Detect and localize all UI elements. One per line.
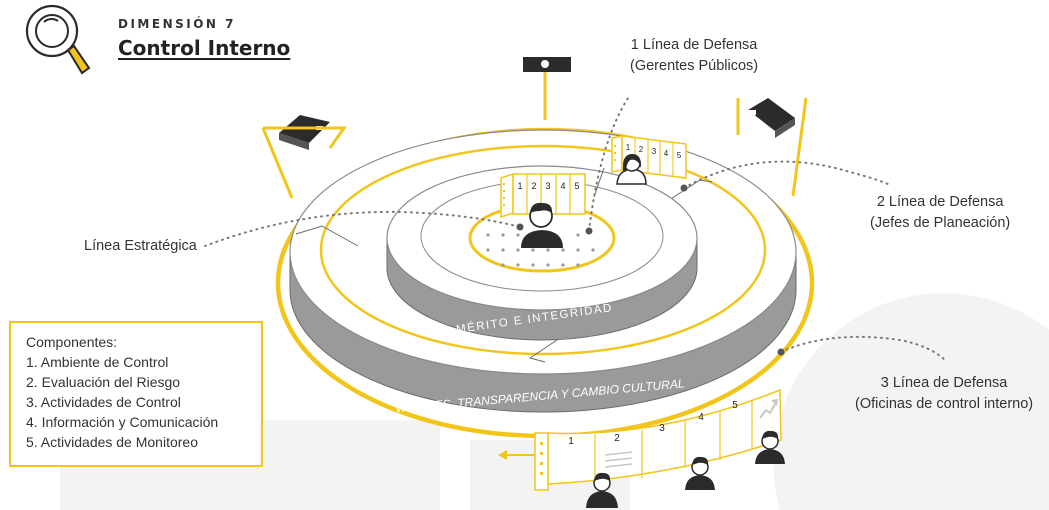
dot-grid — [486, 233, 595, 267]
dimension-label: DIMENSIÓN 7 — [118, 17, 236, 31]
projector-icon — [279, 115, 330, 150]
third-line-subtitle: (Oficinas de control interno) — [855, 396, 1034, 412]
magnifier-icon — [25, 4, 91, 75]
component-item: 1. Ambiente de Control — [26, 354, 169, 370]
panel-number: 1 — [517, 181, 522, 191]
panel-number: 3 — [652, 147, 657, 156]
third-line-title: 3 Línea de Defensa — [880, 375, 1008, 391]
panel-number: 2 — [531, 181, 536, 191]
panel-number: 3 — [659, 423, 665, 434]
components-title: Componentes: — [26, 334, 118, 350]
projector-icon — [748, 98, 795, 138]
page-title: Control Interno — [118, 36, 291, 60]
person-icon — [521, 202, 563, 248]
first-line-callout: 1 Línea de Defensa (Gerentes Públicos) — [630, 35, 758, 77]
person-icon — [755, 430, 785, 464]
leader-lines — [204, 94, 946, 361]
second-line-title: 2 Línea de Defensa — [876, 194, 1004, 210]
person-icon — [586, 472, 618, 508]
strategic-line-label: Línea Estratégica — [84, 238, 197, 254]
panel-number: 5 — [574, 181, 579, 191]
panel-number: 2 — [639, 145, 644, 154]
person-icon — [685, 456, 715, 490]
component-item: 4. Información y Comunicación — [26, 414, 219, 430]
panel-number: 4 — [560, 181, 565, 191]
bottom-panel: 1 2 3 4 5 — [498, 388, 782, 491]
component-item: 2. Evaluación del Riesgo — [26, 374, 181, 390]
second-line-subtitle: (Jefes de Planeación) — [870, 215, 1011, 231]
panel-number: 4 — [664, 149, 669, 158]
first-line-subtitle: (Gerentes Públicos) — [630, 58, 759, 74]
panel-number: 2 — [614, 433, 620, 444]
central-panel: 1 2 3 4 5 — [500, 172, 586, 219]
component-item: 5. Actividades de Monitoreo — [26, 434, 198, 450]
third-line-callout: 3 Línea de Defensa (Oficinas de control … — [855, 373, 1033, 415]
components-box: Componentes: 1. Ambiente de Control 2. E… — [9, 321, 263, 467]
first-line-title: 1 Línea de Defensa — [630, 37, 758, 53]
panel-number: 3 — [545, 181, 550, 191]
panel-number: 1 — [626, 143, 631, 152]
second-line-callout: 2 Línea de Defensa (Jefes de Planeación) — [870, 192, 1010, 234]
component-item: 3. Actividades de Control — [26, 394, 181, 410]
panel-number: 1 — [568, 436, 574, 447]
first-line-panel: 1 2 3 4 5 — [611, 135, 687, 179]
trend-chart-icon — [759, 399, 778, 419]
panel-number: 5 — [677, 151, 682, 160]
camera-icon — [523, 57, 571, 72]
person-icon — [616, 154, 647, 185]
panel-number: 4 — [698, 412, 704, 423]
panel-number: 5 — [732, 400, 738, 411]
